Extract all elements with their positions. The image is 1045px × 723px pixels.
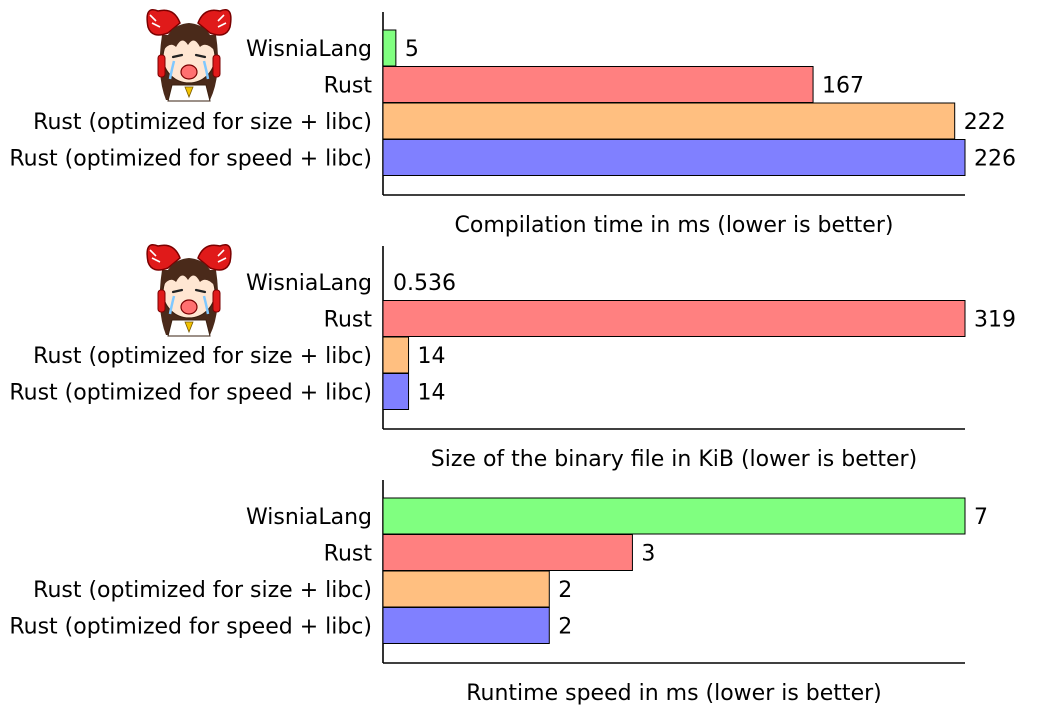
value-label: 226 [974,147,1016,172]
category-label: Rust (optimized for speed + libc) [9,615,372,640]
bar [382,29,397,67]
value-label: 7 [974,505,988,530]
x-axis-label: Compilation time in ms (lower is better) [455,213,894,238]
value-label: 14 [418,381,446,406]
value-label: 222 [964,110,1006,135]
category-label: Rust (optimized for size + libc) [33,344,372,369]
bar [382,570,550,608]
x-axis-label: Runtime speed in ms (lower is better) [466,681,881,706]
bar [382,66,814,103]
reimu-crying-icon [145,8,233,103]
bar [382,139,966,176]
category-label: Rust (optimized for speed + libc) [9,381,372,406]
category-label: WisniaLang [246,505,372,530]
value-label: 3 [641,542,655,567]
bar [382,607,550,644]
bar [382,534,633,571]
value-label: 0.536 [393,271,456,296]
category-label: WisniaLang [246,271,372,296]
value-label: 14 [418,344,446,369]
category-label: Rust [324,74,373,99]
value-label: 2 [558,615,572,640]
bar [382,102,956,140]
bar [382,300,966,337]
bar [382,497,966,535]
category-label: Rust (optimized for size + libc) [33,110,372,135]
category-label: Rust (optimized for speed + libc) [9,147,372,172]
value-label: 319 [974,308,1016,333]
value-label: 167 [822,74,864,99]
category-label: Rust [324,308,373,333]
value-label: 5 [405,37,419,62]
reimu-crying-icon [145,243,233,338]
bar [382,336,410,374]
category-label: WisniaLang [246,37,372,62]
category-label: Rust (optimized for size + libc) [33,578,372,603]
bar [382,373,410,410]
category-label: Rust [324,542,373,567]
x-axis-label: Size of the binary file in KiB (lower is… [431,447,917,472]
value-label: 2 [558,578,572,603]
